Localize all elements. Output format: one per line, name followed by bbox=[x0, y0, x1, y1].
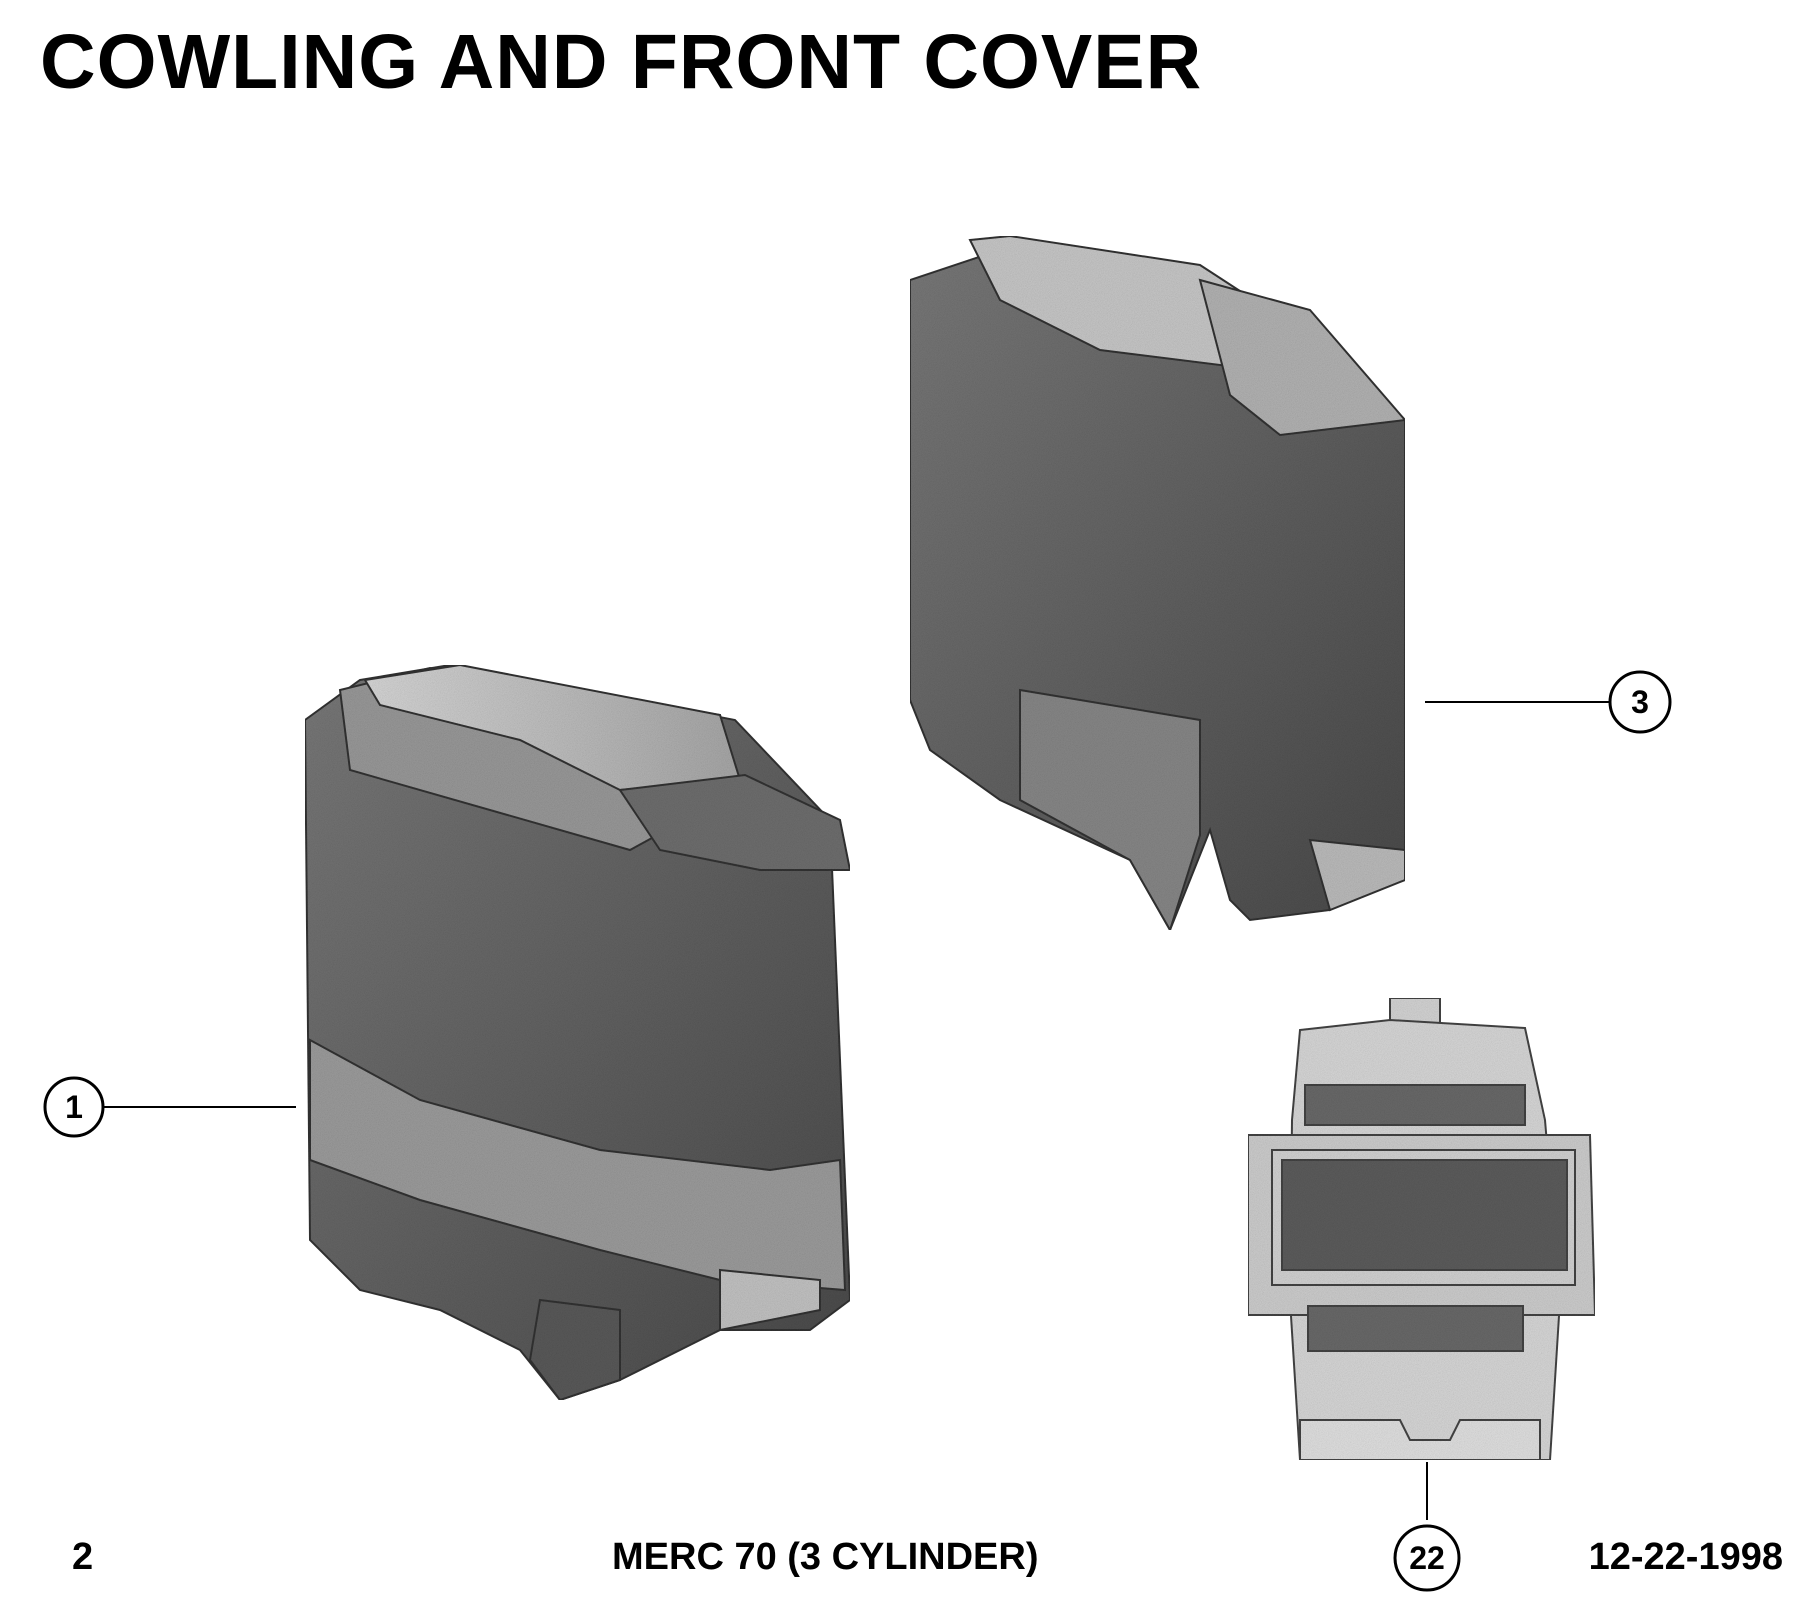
callout-1-label: 1 bbox=[65, 1089, 83, 1125]
callout-1: 1 bbox=[43, 1076, 296, 1138]
callout-3: 3 bbox=[1425, 670, 1672, 734]
callout-22: 22 bbox=[1393, 1462, 1461, 1592]
callout-22-label: 22 bbox=[1409, 1540, 1445, 1576]
page-title: COWLING AND FRONT COVER bbox=[40, 19, 1203, 105]
model-name: MERC 70 (3 CYLINDER) bbox=[612, 1536, 1039, 1578]
page-number: 2 bbox=[72, 1536, 94, 1578]
document-date: 12-22-1998 bbox=[1588, 1536, 1783, 1578]
bottom-cowling-illustration bbox=[909, 234, 1407, 933]
callout-3-label: 3 bbox=[1631, 684, 1649, 720]
top-cowling-illustration bbox=[303, 663, 852, 1402]
front-cover-illustration bbox=[1247, 997, 1597, 1461]
